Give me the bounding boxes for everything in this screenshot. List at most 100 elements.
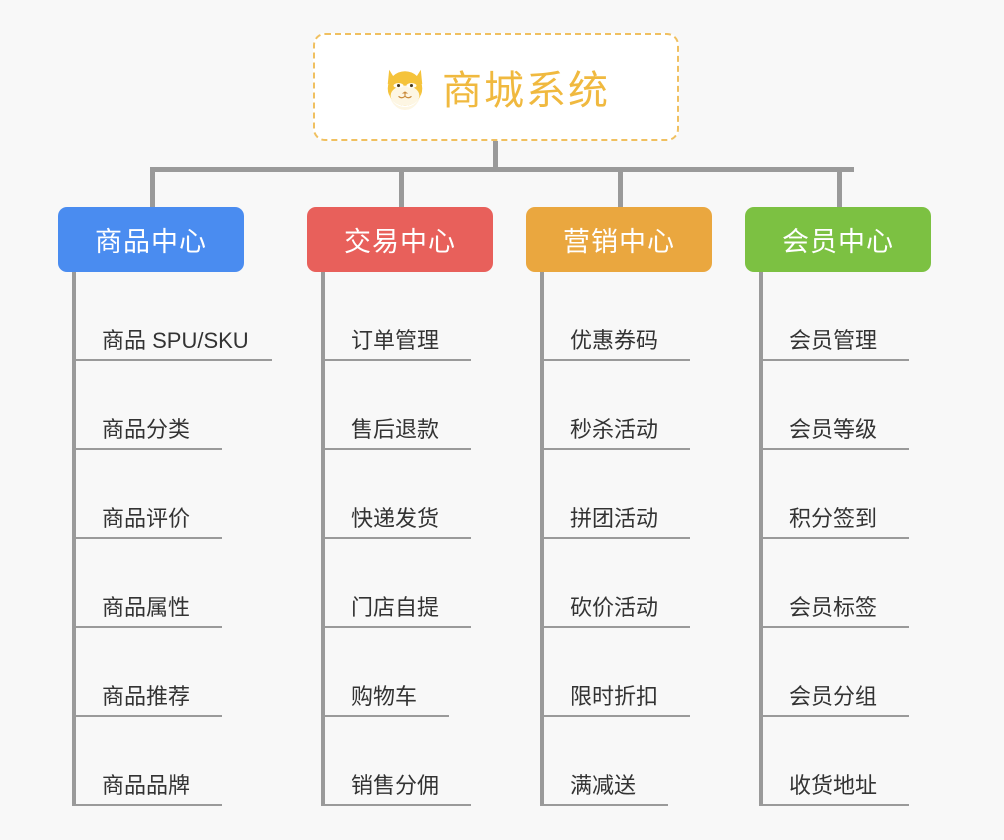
list-item[interactable]: 满减送	[540, 717, 712, 806]
list-item[interactable]: 快递发货	[321, 450, 493, 539]
leaf-label: 砍价活动	[570, 595, 659, 620]
leaf-underline	[72, 359, 272, 361]
leaf-label: 售后退款	[351, 417, 440, 442]
list-item[interactable]: 售后退款	[321, 361, 493, 450]
list-item[interactable]: 会员分组	[759, 628, 931, 717]
leaf-underline	[321, 537, 471, 539]
leaf-spine	[759, 272, 763, 806]
drop-connector-2	[399, 167, 404, 208]
leaf-label: 会员标签	[789, 595, 878, 620]
leaf-underline	[759, 715, 909, 717]
list-item[interactable]: 积分签到	[759, 450, 931, 539]
category-header-2[interactable]: 交易中心	[307, 207, 493, 272]
list-item[interactable]: 销售分佣	[321, 717, 493, 806]
list-item[interactable]: 限时折扣	[540, 628, 712, 717]
list-item[interactable]: 商品 SPU/SKU	[72, 272, 272, 361]
list-item[interactable]: 商品推荐	[72, 628, 244, 717]
leaf-label: 积分签到	[789, 506, 878, 531]
leaf-underline	[321, 715, 449, 717]
root-title: 商城系统	[442, 69, 610, 113]
list-item[interactable]: 收货地址	[759, 717, 931, 806]
drop-connector-4	[837, 167, 842, 208]
leaf-underline	[540, 537, 690, 539]
leaf-underline	[540, 359, 690, 361]
list-item[interactable]: 会员标签	[759, 539, 931, 628]
leaf-label: 快递发货	[351, 506, 440, 531]
leaf-label: 销售分佣	[351, 773, 440, 798]
leaf-label: 商品评价	[102, 506, 191, 531]
leaf-label: 满减送	[570, 773, 637, 798]
root-node[interactable]: 商城系统	[313, 33, 679, 141]
leaf-underline	[540, 804, 668, 806]
leaf-list-1: 商品 SPU/SKU 商品分类 商品评价 商品属性 商品推荐 商品品牌	[72, 272, 272, 806]
category-header-1[interactable]: 商品中心	[58, 207, 244, 272]
list-item[interactable]: 门店自提	[321, 539, 493, 628]
category-column-1: 商品中心 商品 SPU/SKU 商品分类 商品评价 商品属性 商品推荐	[58, 207, 272, 806]
leaf-underline	[759, 626, 909, 628]
horizontal-bus-connector	[150, 167, 854, 172]
leaf-spine	[72, 272, 76, 806]
leaf-underline	[72, 626, 222, 628]
leaf-spine	[321, 272, 325, 806]
leaf-underline	[759, 448, 909, 450]
list-item[interactable]: 会员管理	[759, 272, 931, 361]
leaf-list-2: 订单管理 售后退款 快递发货 门店自提 购物车 销售分佣	[321, 272, 493, 806]
shiba-dog-face-icon	[382, 64, 428, 110]
leaf-label: 会员管理	[789, 328, 878, 353]
list-item[interactable]: 优惠券码	[540, 272, 712, 361]
leaf-label: 商品推荐	[102, 684, 191, 709]
leaf-underline	[759, 804, 909, 806]
leaf-list-4: 会员管理 会员等级 积分签到 会员标签 会员分组 收货地址	[759, 272, 931, 806]
leaf-underline	[321, 804, 471, 806]
list-item[interactable]: 会员等级	[759, 361, 931, 450]
leaf-underline	[759, 359, 909, 361]
leaf-underline	[540, 448, 690, 450]
list-item[interactable]: 购物车	[321, 628, 493, 717]
drop-connector-3	[618, 167, 623, 208]
leaf-underline	[321, 448, 471, 450]
list-item[interactable]: 商品品牌	[72, 717, 244, 806]
category-column-4: 会员中心 会员管理 会员等级 积分签到 会员标签 会员分组	[745, 207, 931, 806]
list-item[interactable]: 砍价活动	[540, 539, 712, 628]
leaf-label: 收货地址	[789, 773, 878, 798]
root-stem-connector	[493, 141, 498, 170]
leaf-label: 优惠券码	[570, 328, 659, 353]
leaf-label: 秒杀活动	[570, 417, 659, 442]
leaf-label: 商品属性	[102, 595, 191, 620]
list-item[interactable]: 商品属性	[72, 539, 244, 628]
leaf-underline	[321, 359, 471, 361]
category-header-4[interactable]: 会员中心	[745, 207, 931, 272]
category-header-3[interactable]: 营销中心	[526, 207, 712, 272]
leaf-label: 商品分类	[102, 417, 191, 442]
leaf-underline	[72, 715, 222, 717]
leaf-underline	[72, 537, 222, 539]
leaf-label: 限时折扣	[570, 684, 659, 709]
leaf-underline	[759, 537, 909, 539]
list-item[interactable]: 秒杀活动	[540, 361, 712, 450]
leaf-label: 购物车	[351, 684, 418, 709]
category-header-label: 营销中心	[563, 227, 675, 257]
leaf-list-3: 优惠券码 秒杀活动 拼团活动 砍价活动 限时折扣 满减送	[540, 272, 712, 806]
leaf-label: 订单管理	[351, 328, 440, 353]
leaf-label: 商品品牌	[102, 773, 191, 798]
category-column-2: 交易中心 订单管理 售后退款 快递发货 门店自提 购物车	[307, 207, 493, 806]
leaf-underline	[72, 804, 222, 806]
category-header-label: 商品中心	[95, 227, 207, 257]
list-item[interactable]: 拼团活动	[540, 450, 712, 539]
drop-connector-1	[150, 167, 155, 208]
category-column-3: 营销中心 优惠券码 秒杀活动 拼团活动 砍价活动 限时折扣	[526, 207, 712, 806]
leaf-label: 拼团活动	[570, 506, 659, 531]
leaf-spine	[540, 272, 544, 806]
leaf-label: 会员分组	[789, 684, 878, 709]
leaf-underline	[72, 448, 222, 450]
leaf-underline	[321, 626, 471, 628]
list-item[interactable]: 商品评价	[72, 450, 244, 539]
leaf-underline	[540, 626, 690, 628]
leaf-label: 会员等级	[789, 417, 878, 442]
list-item[interactable]: 商品分类	[72, 361, 244, 450]
list-item[interactable]: 订单管理	[321, 272, 493, 361]
category-header-label: 交易中心	[344, 227, 456, 257]
category-header-label: 会员中心	[782, 227, 894, 257]
leaf-label: 商品 SPU/SKU	[102, 328, 249, 353]
